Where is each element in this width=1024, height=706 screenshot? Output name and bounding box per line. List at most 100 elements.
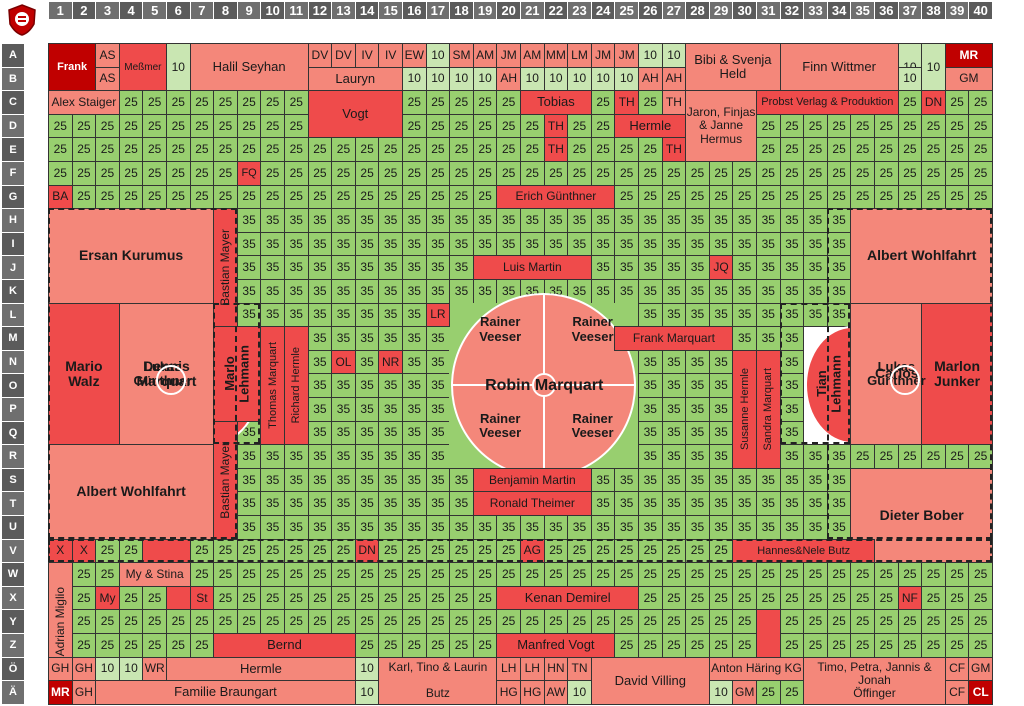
seat-cell[interactable]: 25	[826, 161, 852, 186]
seat-cell[interactable]: 35	[590, 208, 616, 233]
row-header[interactable]: F	[2, 161, 24, 185]
seat-cell[interactable]: 35	[638, 515, 663, 540]
seat-cell[interactable]: 35	[307, 279, 333, 304]
name-block-mario[interactable]: Mario Walz	[48, 302, 120, 446]
column-header[interactable]: 21	[520, 2, 544, 19]
seat-cell[interactable]: 25	[402, 161, 427, 186]
row-header[interactable]: Z	[2, 633, 24, 657]
name-block-nf[interactable]: NF	[897, 585, 923, 611]
seat-cell[interactable]: 35	[661, 302, 687, 328]
column-header[interactable]: 37	[897, 2, 922, 19]
seat-cell[interactable]: 35	[284, 467, 309, 493]
seat-cell[interactable]: 25	[968, 184, 993, 210]
seat-cell[interactable]: 35	[425, 255, 451, 280]
seat-cell[interactable]: 25	[614, 161, 639, 186]
seat-cell[interactable]: 25	[661, 562, 687, 587]
seat-cell[interactable]: 35	[661, 279, 687, 304]
seat-cell[interactable]: 25	[543, 562, 569, 587]
seat-cell[interactable]: 25	[71, 161, 97, 186]
seat-cell[interactable]: 35	[590, 491, 616, 516]
seat-cell[interactable]: 25	[614, 633, 639, 658]
seat-cell[interactable]: 25	[284, 137, 309, 162]
seat-cell[interactable]: 35	[284, 279, 309, 304]
seat-cell[interactable]: 25	[118, 609, 144, 634]
seat-cell[interactable]: 25	[874, 585, 899, 611]
seat-cell[interactable]: 35	[260, 255, 285, 280]
name-block-fq[interactable]: FQ	[236, 161, 262, 186]
seat-cell[interactable]: 35	[378, 326, 403, 351]
seat-cell[interactable]: 25	[803, 161, 828, 186]
seat-cell[interactable]: 35	[378, 515, 403, 540]
seat-cell[interactable]: 35	[378, 302, 403, 328]
seat-cell[interactable]: 25	[685, 585, 710, 611]
column-header[interactable]: 31	[756, 2, 780, 19]
seat-cell[interactable]: 25	[567, 538, 592, 564]
seat-cell[interactable]: 25	[95, 633, 120, 658]
seat-cell[interactable]: 25	[449, 633, 474, 658]
seat-cell[interactable]: 35	[779, 515, 805, 540]
name-block-david[interactable]: David Villing	[590, 656, 710, 705]
seat-cell[interactable]: 35	[661, 515, 687, 540]
seat-cell[interactable]: 35	[354, 208, 380, 233]
seat-cell[interactable]: 35	[425, 326, 451, 351]
seat-cell[interactable]: 35	[307, 515, 333, 540]
column-header[interactable]: 26	[638, 2, 662, 19]
seat-cell[interactable]: 25	[567, 609, 592, 634]
column-header[interactable]: 13	[331, 2, 355, 19]
seat-cell[interactable]: 25	[968, 161, 993, 186]
seat-cell[interactable]: 25	[449, 585, 474, 611]
seat-cell[interactable]: 35	[260, 444, 285, 469]
seat-cell[interactable]: 35	[685, 515, 710, 540]
seat-cell[interactable]: 25	[567, 161, 592, 186]
seat-cell[interactable]: 25	[284, 90, 309, 115]
seat-cell[interactable]: 35	[378, 467, 403, 493]
seat-cell[interactable]: 35	[331, 208, 356, 233]
seat-cell[interactable]: 35	[756, 467, 781, 493]
seat-cell[interactable]: 35	[402, 444, 427, 469]
seat-cell[interactable]: 25	[425, 609, 451, 634]
seat-cell[interactable]: 25	[402, 137, 427, 162]
seat-cell[interactable]: 35	[307, 326, 333, 351]
seat-cell[interactable]: 25	[142, 184, 167, 210]
seat-cell[interactable]: 35	[590, 231, 616, 257]
seat-cell[interactable]: 35	[543, 515, 569, 540]
column-header[interactable]: 19	[472, 2, 497, 19]
row-header[interactable]: V	[2, 538, 24, 563]
seat-cell[interactable]: 25	[543, 161, 569, 186]
name-block-hg1[interactable]: HG	[496, 680, 521, 705]
name-block-mr2[interactable]: MR	[48, 680, 73, 705]
seat-cell[interactable]: 25	[803, 585, 828, 611]
seat-cell[interactable]: 35	[732, 491, 757, 516]
seat-cell[interactable]: 35	[402, 467, 427, 493]
seat-cell[interactable]: 25	[874, 184, 899, 210]
seat-cell[interactable]: 35	[354, 444, 380, 469]
column-header[interactable]: 33	[803, 2, 827, 19]
name-block-susanne[interactable]: Susanne Hermle	[732, 349, 757, 469]
seat-cell[interactable]: 25	[260, 137, 285, 162]
centre-label-rv4[interactable]: Rainer Veeser	[571, 410, 614, 440]
seat-cell[interactable]: 35	[331, 491, 356, 516]
name-block-kenan[interactable]: Kenan Demirel	[496, 585, 639, 611]
seat-cell[interactable]: 35	[779, 208, 805, 233]
seat-cell[interactable]: 35	[425, 279, 451, 304]
seat-cell[interactable]: 35	[284, 444, 309, 469]
seat-cell[interactable]: 35	[638, 397, 663, 422]
seat-cell[interactable]: 35	[685, 208, 710, 233]
seat-cell[interactable]: 25	[378, 137, 403, 162]
seat-cell[interactable]: 25	[779, 609, 805, 634]
row-header[interactable]: I	[2, 231, 24, 256]
row-header[interactable]: Ö	[2, 656, 24, 681]
seat-cell[interactable]: 25	[284, 113, 309, 139]
seat-cell[interactable]: 25	[284, 609, 309, 634]
seat-cell[interactable]: 35	[803, 302, 828, 328]
row-header[interactable]: N	[2, 349, 24, 374]
seat-cell[interactable]: 25	[732, 184, 757, 210]
seat-cell[interactable]: 25	[449, 609, 474, 634]
seat-cell[interactable]: 25	[708, 184, 734, 210]
seat-cell[interactable]: 25	[213, 585, 238, 611]
name-block-sm[interactable]: SM	[449, 43, 474, 68]
seat-cell[interactable]: 35	[307, 467, 333, 493]
seat-cell[interactable]: 35	[331, 231, 356, 257]
seat-cell[interactable]: 25	[897, 161, 923, 186]
seat-cell[interactable]: 35	[425, 444, 451, 469]
